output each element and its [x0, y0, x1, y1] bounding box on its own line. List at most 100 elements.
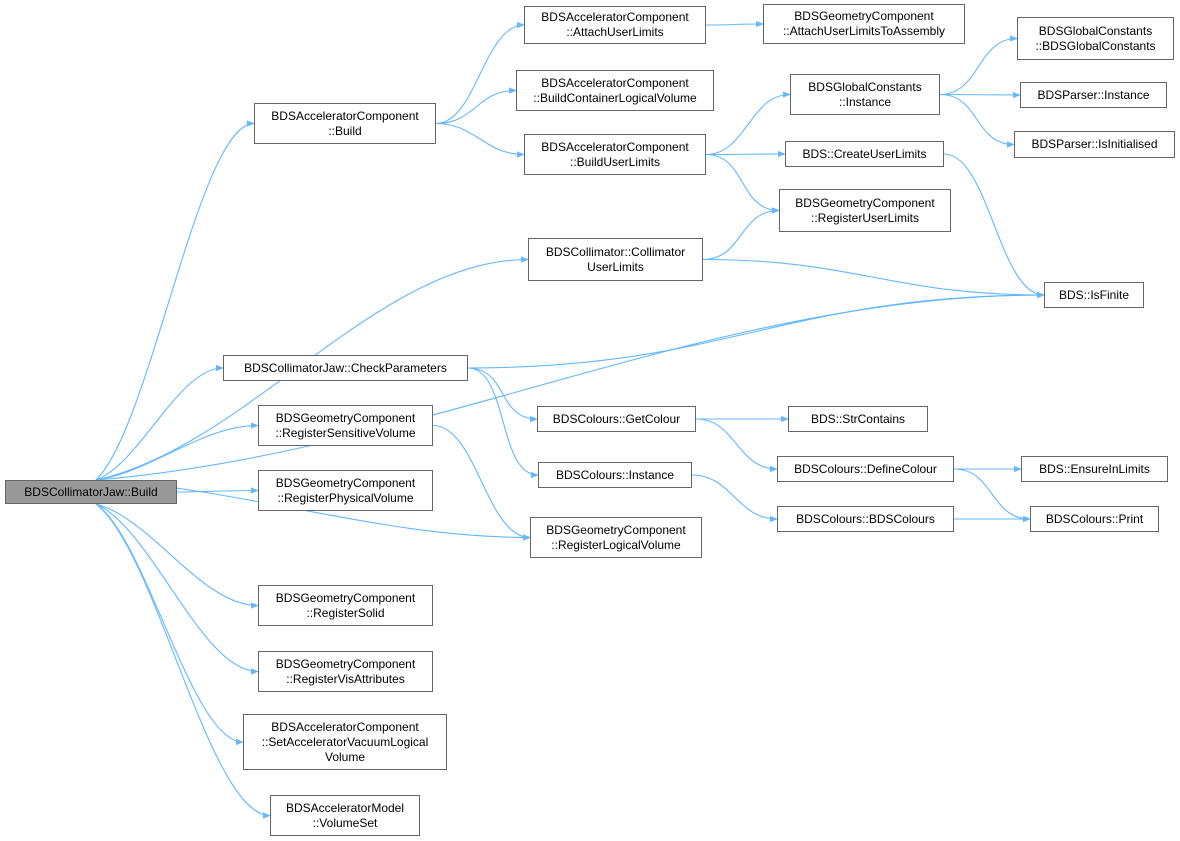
node-parser-init[interactable]: BDSParser::IsInitialised: [1014, 131, 1175, 158]
node-label-line: BDS::EnsureInLimits: [1039, 461, 1150, 476]
node-bds-colours[interactable]: BDSColours::BDSColours: [777, 506, 954, 532]
node-label-line: BDSColours::GetColour: [552, 411, 681, 426]
node-label-line: BDS::CreateUserLimits: [802, 146, 927, 161]
node-label-line: BDSGeometryComponent: [275, 656, 416, 671]
edge-collUL-to-isFinite: [702, 258, 1045, 299]
edge-root-to-accBuild: [95, 120, 255, 481]
node-print[interactable]: BDSColours::Print: [1030, 506, 1159, 532]
node-col-instance[interactable]: BDSColours::Instance: [538, 462, 692, 488]
node-label-line: ::BuildContainerLogicalVolume: [533, 90, 697, 105]
edge-root-to-volSet: [95, 503, 271, 819]
node-acc-build[interactable]: BDSAcceleratorComponent::Build: [254, 103, 436, 144]
node-label-line: BDSAcceleratorComponent: [271, 719, 419, 734]
edge-gcInstance-to-parserInst: [939, 91, 1021, 99]
node-build-u-l[interactable]: BDSAcceleratorComponent::BuildUserLimits: [524, 134, 706, 175]
node-is-finite[interactable]: BDS::IsFinite: [1044, 282, 1144, 308]
edge-layer: [95, 20, 1045, 819]
edge-buildUL-to-createUL: [705, 150, 786, 158]
edge-root-to-checkParams: [95, 364, 224, 481]
node-label-line: BDSAcceleratorComponent: [271, 108, 419, 123]
node-label-line: ::RegisterVisAttributes: [286, 671, 405, 686]
edge-checkParams-to-getColour: [467, 367, 538, 423]
node-label-line: BDSColours::Instance: [555, 467, 675, 482]
node-label-line: BDSGeometryComponent: [275, 590, 416, 605]
node-label-line: Volume: [324, 749, 366, 764]
edge-buildUL-to-gcInstance: [705, 91, 791, 156]
edge-attachUL-to-attachULA: [705, 20, 764, 28]
node-str-contains[interactable]: BDS::StrContains: [788, 406, 928, 432]
node-label-line: BDSAcceleratorModel: [285, 800, 405, 815]
node-build-c-l-v[interactable]: BDSAcceleratorComponent::BuildContainerL…: [516, 70, 714, 111]
node-label-line: ::RegisterUserLimits: [810, 210, 920, 225]
node-label-line: ::Instance: [838, 94, 892, 109]
node-label-line: ::RegisterSolid: [306, 605, 385, 620]
edge-root-to-regVis: [95, 503, 259, 675]
node-label-line: BDSGeometryComponent: [794, 9, 934, 23]
node-label-line: BDS::IsFinite: [1058, 287, 1130, 302]
edge-root-to-isFinite: [95, 291, 1045, 481]
edge-root-to-regPhys: [176, 487, 259, 494]
node-label-line: ::BDSGlobalConstants: [1035, 38, 1156, 53]
node-label-line: BDSGeometryComponent: [275, 410, 416, 425]
edge-createUL-to-isFinite: [943, 153, 1045, 299]
edge-checkParams-to-colInstance: [467, 367, 539, 479]
edge-defineColour-to-print: [953, 468, 1031, 523]
node-label-line: BDSParser::Instance: [1037, 87, 1150, 102]
node-label-line: BDSColours::BDSColours: [796, 511, 935, 526]
node-vol-set[interactable]: BDSAcceleratorModel::VolumeSet: [270, 795, 420, 836]
node-label-line: BDSCollimatorJaw::Build: [24, 484, 158, 499]
node-label-line: UserLimits: [587, 259, 644, 274]
edge-accBuild-to-attachUL: [435, 21, 525, 125]
node-root: BDSCollimatorJaw::Build: [5, 480, 177, 504]
edge-root-to-regSolid: [95, 503, 259, 609]
node-label-line: BDSColours::Print: [1045, 511, 1144, 526]
edge-collUL-to-regUL: [702, 207, 780, 261]
node-label-line: BDSAcceleratorComponent: [541, 139, 689, 154]
edge-gcInstance-to-parserInit: [939, 93, 1015, 148]
edge-gcInstance-to-gcCtor: [939, 35, 1018, 96]
node-label-line: BDSGeometryComponent: [275, 475, 416, 490]
node-ensure-limits[interactable]: BDS::EnsureInLimits: [1021, 456, 1168, 482]
node-label-line: BDSCollimator::Collimator: [545, 244, 686, 259]
node-label-line: BDSAcceleratorComponent: [541, 10, 689, 24]
node-reg-sens[interactable]: BDSGeometryComponent::RegisterSensitiveV…: [258, 405, 433, 446]
node-label-line: BDSGeometryComponent: [795, 195, 935, 210]
node-label-line: BDSGlobalConstants: [808, 79, 922, 94]
node-attach-u-l-a[interactable]: BDSGeometryComponent::AttachUserLimitsTo…: [763, 4, 965, 44]
node-label-line: ::VolumeSet: [312, 815, 378, 830]
node-get-colour[interactable]: BDSColours::GetColour: [537, 406, 696, 432]
node-reg-u-l[interactable]: BDSGeometryComponent::RegisterUserLimits: [779, 189, 951, 232]
node-label-line: BDSColours::DefineColour: [794, 461, 937, 476]
node-label-line: ::RegisterLogicalVolume: [551, 537, 681, 552]
node-reg-phys[interactable]: BDSGeometryComponent::RegisterPhysicalVo…: [258, 470, 433, 511]
node-define-colour[interactable]: BDSColours::DefineColour: [777, 456, 954, 482]
node-attach-u-l[interactable]: BDSAcceleratorComponent::AttachUserLimit…: [524, 6, 706, 44]
node-check-params[interactable]: BDSCollimatorJaw::CheckParameters: [223, 355, 468, 381]
edge-accBuild-to-buildUL: [435, 122, 525, 158]
node-set-vac[interactable]: BDSAcceleratorComponent::SetAcceleratorV…: [243, 714, 447, 770]
node-label-line: ::AttachUserLimits: [566, 25, 664, 39]
edge-buildUL-to-regUL: [705, 153, 780, 214]
node-gc-instance[interactable]: BDSGlobalConstants::Instance: [790, 74, 940, 115]
node-label-line: ::RegisterPhysicalVolume: [277, 490, 414, 505]
node-label-line: ::AttachUserLimitsToAssembly: [782, 24, 946, 38]
edge-root-to-setVac: [95, 503, 244, 746]
node-label-line: BDSCollimatorJaw::CheckParameters: [244, 360, 447, 375]
node-parser-inst[interactable]: BDSParser::Instance: [1020, 82, 1167, 108]
node-label-line: ::SetAcceleratorVacuumLogical: [261, 734, 429, 749]
node-reg-solid[interactable]: BDSGeometryComponent::RegisterSolid: [258, 585, 433, 626]
node-reg-vis[interactable]: BDSGeometryComponent::RegisterVisAttribu…: [258, 651, 433, 692]
edge-getColour-to-defineColour: [695, 418, 778, 473]
node-label-line: BDSParser::IsInitialised: [1031, 137, 1158, 151]
node-label-line: BDSGlobalConstants: [1038, 23, 1153, 38]
edge-accBuild-to-buildCLV: [435, 87, 517, 125]
node-label-line: ::BuildUserLimits: [569, 154, 661, 169]
edge-regSens-to-regLog: [432, 424, 531, 541]
node-label-line: ::RegisterSensitiveVolume: [275, 425, 416, 440]
node-reg-log[interactable]: BDSGeometryComponent::RegisterLogicalVol…: [530, 517, 702, 558]
node-create-u-l[interactable]: BDS::CreateUserLimits: [785, 141, 944, 167]
node-gc-ctor[interactable]: BDSGlobalConstants::BDSGlobalConstants: [1017, 17, 1174, 60]
node-label-line: BDS::StrContains: [810, 411, 906, 426]
